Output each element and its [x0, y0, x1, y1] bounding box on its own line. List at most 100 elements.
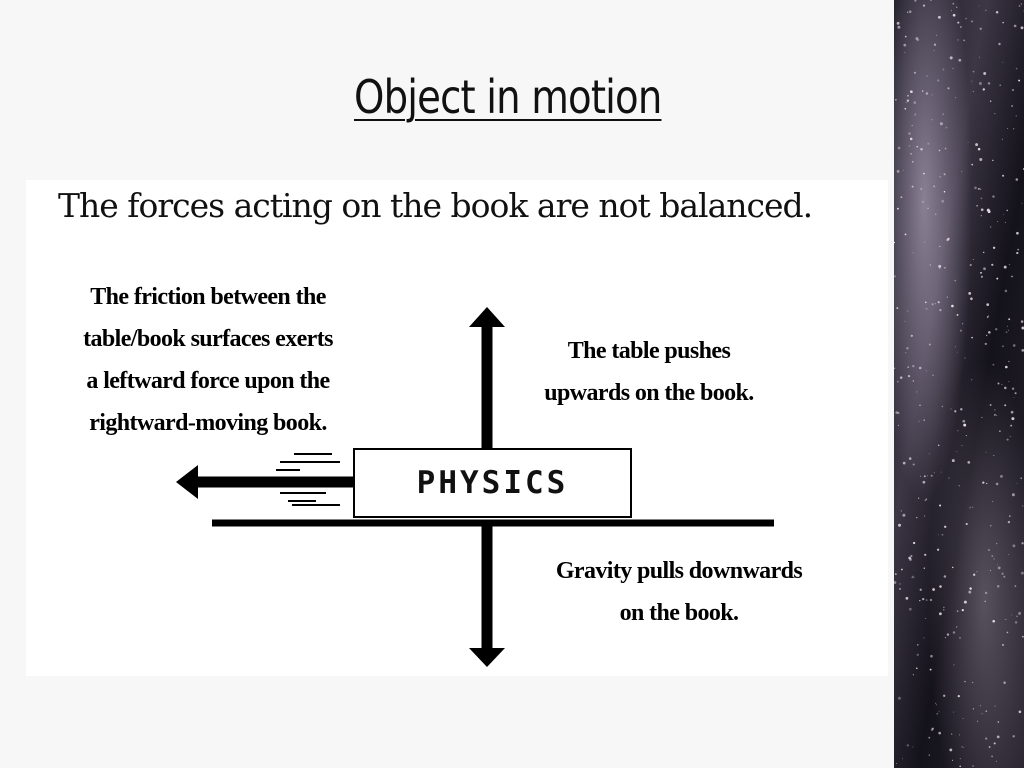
star-dot	[998, 42, 1001, 46]
star-dot	[967, 461, 971, 464]
star-dot	[903, 43, 907, 47]
star-dot	[991, 555, 994, 557]
star-dot	[1011, 417, 1015, 421]
star-dot	[972, 259, 974, 260]
star-dot	[961, 746, 963, 748]
star-dot	[954, 97, 956, 99]
star-dot	[918, 366, 922, 370]
star-dot	[929, 598, 933, 602]
star-dot	[911, 576, 913, 579]
star-dot	[1007, 520, 1011, 524]
star-dot	[902, 513, 906, 517]
star-dot	[896, 762, 897, 764]
star-dot	[976, 571, 978, 573]
star-dot	[1017, 248, 1020, 251]
star-dot	[996, 277, 999, 280]
star-dot	[912, 674, 914, 676]
star-dot	[952, 67, 954, 69]
star-dot	[897, 424, 899, 426]
star-dot	[923, 241, 925, 243]
star-dot	[957, 430, 959, 432]
star-dot	[958, 734, 961, 736]
star-dot	[919, 475, 922, 477]
star-dot	[930, 728, 934, 731]
gravity-label-line: Gravity pulls downwards	[555, 558, 803, 584]
star-dot	[1004, 289, 1008, 293]
star-dot	[904, 320, 906, 322]
star-dot	[994, 705, 996, 707]
friction-label-line: table/book surfaces exerts	[83, 326, 333, 352]
star-dot	[928, 343, 931, 346]
star-dot	[986, 303, 990, 306]
star-dot	[939, 504, 942, 507]
star-dot	[1014, 392, 1017, 395]
star-dot	[915, 37, 919, 40]
star-dot	[897, 207, 899, 210]
star-dot	[994, 409, 996, 411]
star-dot	[961, 445, 963, 447]
star-dot	[1001, 138, 1003, 140]
star-dot	[965, 522, 968, 526]
star-dot	[993, 742, 996, 745]
star-dot	[980, 197, 983, 200]
star-dot	[908, 132, 911, 135]
star-dot	[962, 718, 964, 719]
star-dot	[939, 585, 942, 588]
star-dot	[928, 736, 931, 739]
star-dot	[942, 113, 944, 115]
star-dot	[915, 391, 918, 393]
star-dot	[904, 107, 907, 110]
star-dot	[913, 101, 917, 104]
star-dot	[1005, 619, 1007, 620]
star-dot	[978, 82, 982, 85]
star-dot	[1009, 515, 1011, 517]
star-dot	[938, 149, 941, 152]
star-dot	[894, 581, 897, 584]
star-dot	[910, 334, 913, 337]
star-dot	[979, 158, 983, 161]
star-dot	[907, 366, 910, 368]
star-dot	[951, 304, 954, 308]
star-dot	[996, 542, 998, 545]
star-dot	[991, 755, 994, 758]
star-dot	[970, 297, 973, 301]
star-dot	[1015, 115, 1018, 117]
star-dot	[949, 748, 953, 752]
star-dot	[1006, 631, 1009, 634]
star-dot	[988, 746, 991, 748]
star-dot	[894, 367, 896, 370]
star-dot	[894, 573, 897, 576]
star-dot	[924, 499, 927, 502]
star-dot	[1021, 326, 1024, 330]
star-dot	[924, 515, 926, 517]
star-dot	[938, 711, 940, 713]
star-dot	[972, 70, 975, 73]
starfield-decoration	[894, 0, 1024, 768]
star-dot	[926, 475, 928, 477]
star-dot	[926, 75, 928, 77]
star-dot	[1016, 231, 1019, 235]
star-dot	[1005, 365, 1008, 369]
star-dot	[959, 637, 961, 639]
star-dot	[916, 653, 919, 656]
star-dot	[931, 303, 934, 306]
star-dot	[1009, 436, 1011, 437]
star-dot	[906, 310, 909, 312]
star-dot	[956, 626, 958, 628]
star-dot	[984, 342, 987, 346]
star-dot	[944, 147, 947, 150]
star-dot	[1001, 383, 1003, 385]
star-dot	[960, 408, 963, 411]
star-dot	[925, 370, 927, 372]
normal-label-line: upwards on the book.	[544, 380, 754, 406]
star-dot	[910, 90, 913, 94]
star-dot	[899, 583, 901, 585]
star-dot	[1002, 174, 1005, 177]
star-dot	[904, 35, 907, 38]
star-dot	[906, 347, 909, 350]
star-dot	[897, 411, 900, 415]
star-dot	[948, 477, 950, 479]
star-dot	[1002, 643, 1004, 646]
star-dot	[934, 702, 937, 704]
star-dot	[986, 482, 988, 485]
